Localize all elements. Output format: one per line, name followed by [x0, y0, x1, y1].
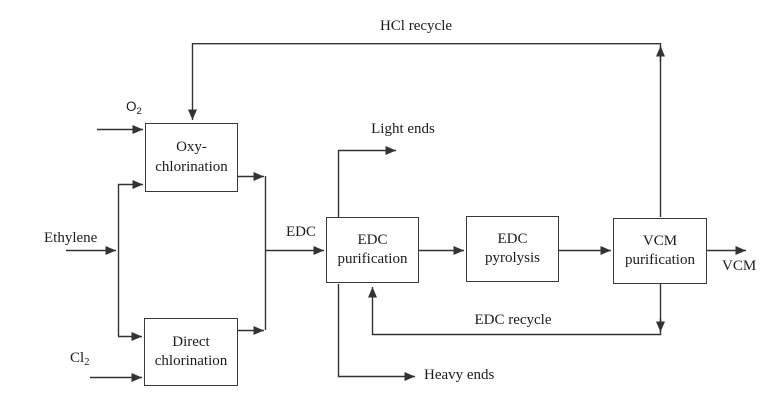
light-ends-label: Light ends: [371, 121, 435, 137]
edc-pyrolysis-label-line2: pyrolysis: [484, 250, 540, 266]
oxychlorination-label-line1: Oxy-: [176, 139, 207, 155]
edc-purification-label-line1: EDC: [357, 231, 388, 248]
hcl-recycle-label: HCl recycle: [379, 18, 453, 34]
light-ends-line: [337, 146, 396, 217]
direct-chlorination-label-line2: chlorination: [154, 353, 228, 369]
heavy-ends-label: Heavy ends: [424, 367, 495, 383]
heavy-ends-line: [337, 284, 415, 381]
edc-purification-box: EDC purification: [326, 217, 419, 283]
edc-label: EDC: [286, 224, 316, 240]
edc-recycle-line: [368, 284, 662, 336]
ethylene-label: Ethylene: [44, 230, 98, 246]
hcl-recycle-line: [188, 43, 662, 217]
oxychlorination-box: Oxy- chlorination: [145, 123, 238, 192]
vcm-purification-label-line1: VCM: [642, 232, 678, 249]
edc-purification-label-line2: purification: [337, 251, 408, 267]
vcm-label: VCM: [722, 258, 757, 274]
o2-label: O2: [126, 99, 142, 117]
cl2-label: Cl2: [70, 350, 90, 368]
direct-chlorination-label-line1: Direct: [172, 333, 210, 350]
edc-recycle-label: EDC recycle: [474, 312, 552, 328]
direct-chlorination-box: Direct chlorination: [144, 318, 238, 386]
vcm-purification-label-line2: purification: [625, 252, 695, 268]
oxychlorination-label-line2: chlorination: [155, 158, 228, 175]
edc-pyrolysis-label-line1: EDC: [497, 230, 528, 247]
vcm-purification-box: VCM purification: [613, 218, 707, 284]
edc-pyrolysis-box: EDC pyrolysis: [466, 216, 559, 282]
